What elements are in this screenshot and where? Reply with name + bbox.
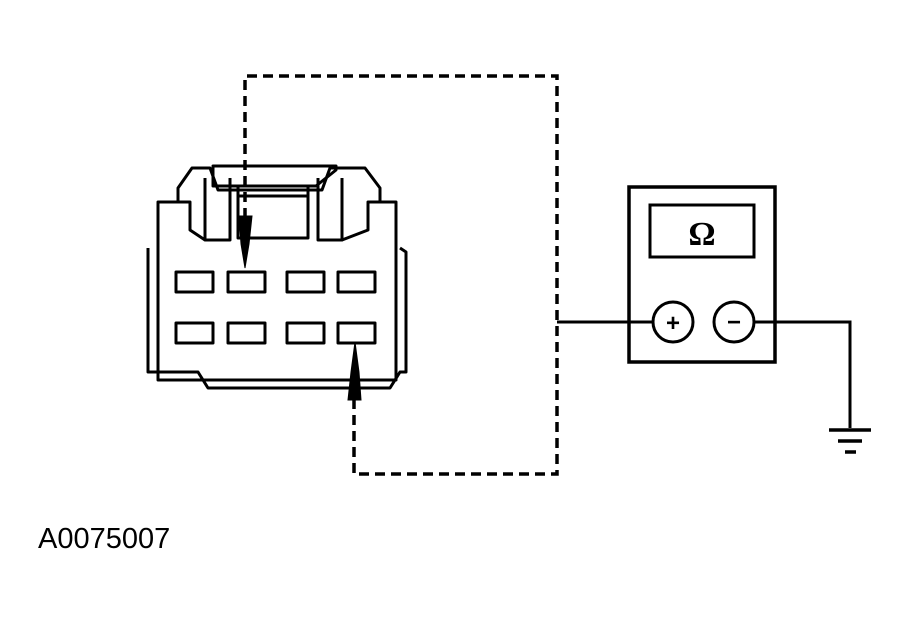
terminal-cavity	[226, 321, 267, 345]
connector-latch-body	[236, 186, 310, 240]
connector-latch-top	[211, 164, 338, 188]
connector-left-shoulder	[178, 200, 206, 242]
connector-shell-bottom	[146, 246, 408, 390]
ohmmeter: Ω + −	[627, 185, 777, 364]
test-leads	[243, 74, 559, 476]
electrical-connector	[146, 164, 408, 390]
negative-wire	[754, 320, 852, 428]
upper-test-lead	[243, 74, 559, 476]
meter-wires	[557, 320, 852, 428]
terminal-cavity	[174, 321, 215, 345]
connector-body	[156, 166, 398, 382]
probe-tip-icon	[238, 215, 253, 269]
ground-symbol-icon	[829, 428, 871, 454]
figure-id: A0075007	[38, 523, 171, 555]
terminal-cavity	[336, 270, 377, 294]
probe-tips	[238, 215, 362, 401]
probe-tip-icon	[347, 341, 362, 401]
connector-right-shoulder	[341, 200, 380, 242]
terminal-cavity	[285, 270, 326, 294]
terminal-cavity	[336, 321, 377, 345]
connector-right-arm	[316, 178, 344, 242]
terminal-cavity	[285, 321, 326, 345]
terminal-cavity	[226, 270, 267, 294]
ohm-symbol: Ω	[688, 216, 715, 253]
connector-left-arm	[203, 178, 232, 242]
positive-terminal-label: +	[666, 310, 680, 337]
meter-display	[648, 203, 756, 259]
negative-terminal-label: −	[727, 309, 741, 336]
terminal-cavity	[174, 270, 215, 294]
